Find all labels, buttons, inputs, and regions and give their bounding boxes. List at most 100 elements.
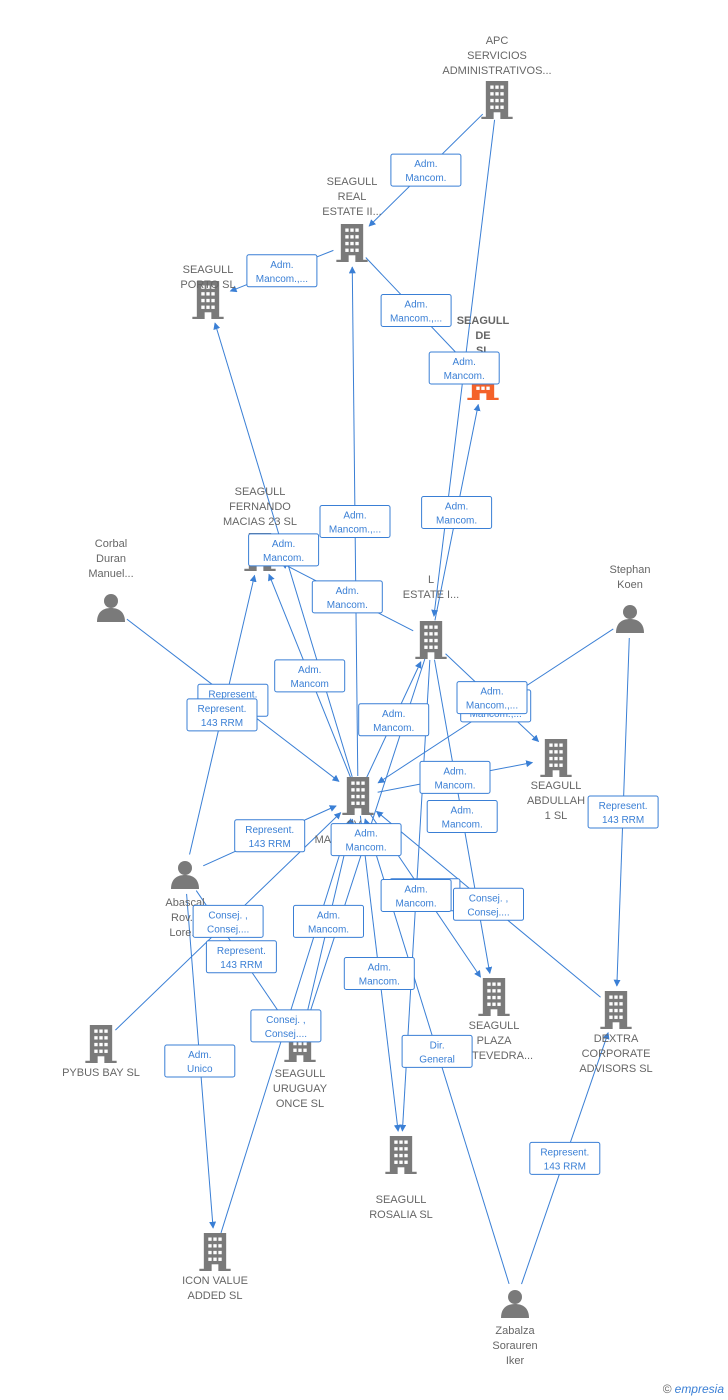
edge-label-text: Mancom.: [263, 553, 304, 564]
edge-label-icon-svm[interactable]: Consej. ,Consej....: [250, 1009, 322, 1043]
node-label: ESTATE I...: [403, 589, 459, 601]
edge-label-text: Mancom.: [396, 899, 437, 910]
node-label: SEAGULL: [457, 315, 510, 327]
person-icon: [97, 594, 125, 622]
edge-label-apc-sre2[interactable]: Adm.Mancom.: [390, 153, 462, 187]
node-label: APC: [486, 35, 509, 47]
edge-label-text: Adm.: [451, 806, 474, 817]
edge-label-text: Adm.: [317, 910, 340, 921]
edge-label-text: Represent.: [540, 1147, 589, 1158]
edge-label-text: Adm.: [404, 300, 427, 311]
building-icon: [385, 1136, 417, 1174]
edge-label-box: [390, 153, 462, 187]
edge-label-svm-srealestate[interactable]: Adm.Mancom.: [358, 703, 430, 737]
edge-label-text: Mancom.: [444, 371, 485, 382]
edge-label-zabalza-svm[interactable]: Dir.General: [401, 1034, 473, 1068]
node-apc[interactable]: APCSERVICIOSADMINISTRATIVOS...: [442, 35, 552, 119]
edge-label-box: [248, 533, 320, 567]
edge-label-svm-rosalia[interactable]: Adm.Mancom.: [343, 957, 415, 990]
edge-label-box: [293, 904, 364, 938]
edge-label-uruguay-svm[interactable]: Adm.Mancom.: [293, 904, 364, 938]
person-icon: [171, 861, 199, 889]
node-label: FERNANDO: [229, 501, 291, 513]
edge-label-zabalza-dextra[interactable]: Represent. 143 RRM: [529, 1141, 601, 1175]
edge-label-text: Represent.: [217, 946, 266, 957]
node-label: ...NTEVEDRA...: [455, 1050, 533, 1062]
watermark: ©empresia: [663, 1382, 724, 1396]
node-corbal[interactable]: CorbalDuranManuel...: [88, 538, 134, 622]
edge-label-abascal-fmacias[interactable]: Represent.143 RRM: [186, 698, 258, 732]
building-icon: [415, 621, 447, 659]
node-label: SEAGULL: [376, 1194, 427, 1206]
edge-label-box: [234, 819, 306, 853]
edge-label-srealestate-main[interactable]: Adm.Mancom.: [421, 496, 493, 529]
edge-label-svm-fmacias[interactable]: Adm.Mancom: [274, 659, 346, 693]
building-icon: [199, 1233, 231, 1271]
edge-label-srealestate-rosalia[interactable]: Adm.Mancom.: [380, 879, 452, 912]
edge-label-abascal-svm[interactable]: Represent.143 RRM: [234, 819, 306, 853]
edge-label-abascal-uruguay[interactable]: Represent.143 RRM: [205, 940, 277, 974]
edge-label-pybus-svm[interactable]: Consej. , Consej....: [192, 904, 264, 938]
edge-label-text: Consej....: [467, 907, 509, 918]
node-label: ABDULLAH: [527, 795, 585, 807]
edge-label-text: 143 RRM: [201, 718, 243, 729]
edge-label-apc-srealestate[interactable]: Adm. Mancom.: [428, 351, 500, 385]
edge-label-srealestate-abdullah[interactable]: Adm.Mancom.,...: [456, 681, 528, 715]
edge-label-box: [192, 904, 264, 938]
edge-label-text: 143 RRM: [544, 1161, 586, 1172]
edge-label-text: Mancom.: [346, 843, 387, 854]
node-label: 1 SL: [545, 810, 568, 822]
edge-label-text: Adm.: [188, 1050, 211, 1061]
node-label: PYBUS BAY SL: [62, 1067, 140, 1079]
edge-label-box: [428, 351, 500, 385]
edge-label-dextra-svm[interactable]: Consej. ,Consej....: [453, 887, 524, 921]
edge-label-text: Adm.: [270, 260, 293, 271]
edge-label-text: Adm.: [453, 357, 476, 368]
edge-label-srealestate-uruguay[interactable]: Adm.Mancom.: [330, 823, 402, 857]
node-label: CORPORATE: [582, 1048, 651, 1060]
edge-label-abascal-icon[interactable]: Adm.Unico: [164, 1044, 236, 1078]
edge-label-box: [274, 659, 346, 693]
edge-label-stephan-dextra[interactable]: Represent.143 RRM: [587, 795, 659, 829]
edge-label-text: Consej....: [207, 924, 249, 935]
edge-label-svm-sre2[interactable]: Adm.Mancom.,...: [319, 505, 391, 538]
edge-label-sre2-porto[interactable]: Adm.Mancom.,...: [246, 254, 318, 288]
edge-label-text: Adm.: [480, 687, 503, 698]
node-label: URUGUAY: [273, 1083, 328, 1095]
edge-label-svm-abdullah[interactable]: Adm.Mancom.: [419, 760, 491, 794]
edge-label-text: Consej. ,: [208, 910, 247, 921]
node-pybus[interactable]: PYBUS BAY SL: [62, 1025, 140, 1079]
edge-label-box: [380, 879, 452, 912]
edge-label-box: [421, 496, 493, 529]
building-icon: [600, 991, 632, 1029]
edge-label-srealestate-pontevedra[interactable]: Adm.Mancom.: [426, 800, 498, 833]
edge-label-sre2-main[interactable]: Adm. Mancom.,...: [380, 294, 452, 327]
node-label: ADMINISTRATIVOS...: [442, 65, 551, 77]
edge-label-box: [401, 1034, 473, 1068]
edge-label-srealestate-fmacias[interactable]: Adm.Mancom.: [311, 580, 383, 614]
edge-label-text: Represent.: [599, 801, 648, 812]
edge-label-svm-porto[interactable]: Adm.Mancom.: [248, 533, 320, 567]
node-pontevedra[interactable]: SEAGULLPLAZA...NTEVEDRA...: [455, 978, 533, 1062]
node-label: MACIAS 23 SL: [223, 516, 297, 528]
edge-label-text: Mancom.: [373, 723, 414, 734]
edge-label-text: Mancom.,...: [390, 314, 442, 325]
edge-label-box: [453, 887, 524, 921]
edge-label-text: Consej....: [265, 1029, 307, 1040]
edge-label-text: Adm.: [298, 665, 321, 676]
edge-label-box: [164, 1044, 236, 1078]
node-label: PORTO SL: [180, 279, 235, 291]
edge-label-text: Mancom.: [436, 516, 477, 527]
